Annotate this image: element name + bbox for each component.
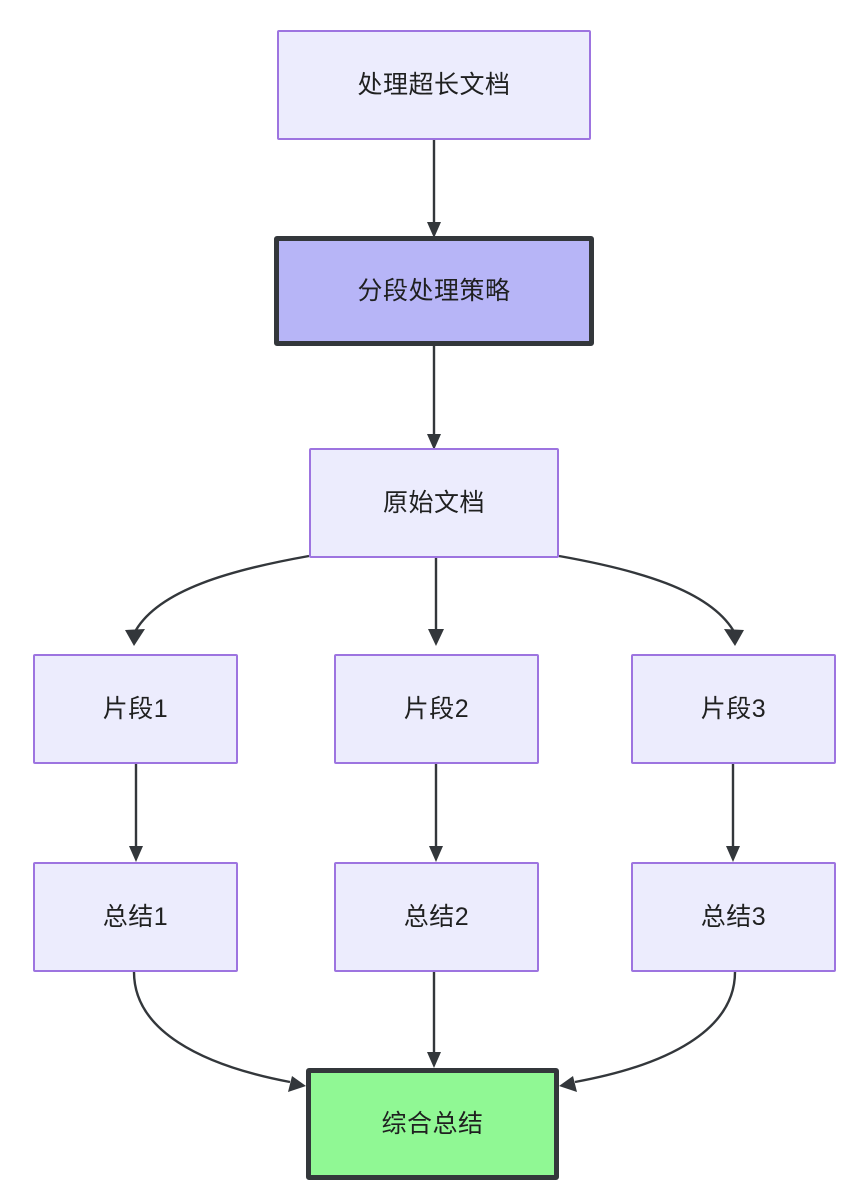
node-label-fragment-1: 片段1 — [102, 695, 169, 723]
edge-summary1-to-final-line — [132, 971, 291, 1084]
edge-original-to-fragment3 — [558, 554, 744, 646]
node-fragment-2[interactable]: 片段2 — [334, 654, 539, 764]
node-label-final-summary: 综合总结 — [381, 1110, 484, 1138]
edge-original-to-fragment1-arrowhead-icon — [125, 629, 145, 646]
node-label-fragment-3: 片段3 — [700, 695, 767, 723]
edge-fragment2-to-summary2-arrowhead-icon — [429, 846, 443, 862]
edge-original-to-fragment2-arrowhead-icon — [428, 629, 444, 646]
edge-summary3-to-final-line — [574, 971, 737, 1084]
edge-summary2-to-final-arrowhead-icon — [427, 1052, 441, 1068]
node-label-summary-3: 总结3 — [700, 903, 767, 931]
edge-fragment2-to-summary2 — [429, 764, 443, 862]
edge-summary1-to-final — [132, 971, 306, 1092]
edge-process-to-strategy — [427, 140, 441, 238]
node-summary-1[interactable]: 总结1 — [33, 862, 238, 972]
edge-fragment1-to-summary1-arrowhead-icon — [129, 846, 143, 862]
node-label-fragment-2: 片段2 — [403, 695, 470, 723]
edge-original-to-fragment1-line — [134, 554, 310, 631]
edge-process-to-strategy-arrowhead-icon — [427, 222, 441, 238]
edge-fragment3-to-summary3 — [726, 764, 740, 862]
edge-fragment1-to-summary1 — [129, 764, 143, 862]
edge-original-to-fragment1 — [125, 554, 310, 646]
edge-strategy-to-original-arrowhead-icon — [427, 434, 441, 450]
edge-summary2-to-final — [427, 972, 441, 1068]
node-original-doc[interactable]: 原始文档 — [309, 448, 559, 558]
node-label-summary-2: 总结2 — [403, 903, 470, 931]
node-process-long-doc[interactable]: 处理超长文档 — [277, 30, 591, 140]
edge-summary3-to-final — [559, 971, 737, 1092]
edge-strategy-to-original — [427, 346, 441, 450]
node-summary-3[interactable]: 总结3 — [631, 862, 836, 972]
edge-original-to-fragment2 — [428, 558, 444, 646]
node-label-process-long-doc: 处理超长文档 — [357, 71, 511, 99]
edge-original-to-fragment3-line — [558, 554, 735, 631]
edge-summary1-to-final-arrowhead-icon — [288, 1076, 306, 1092]
node-fragment-1[interactable]: 片段1 — [33, 654, 238, 764]
edge-summary3-to-final-arrowhead-icon — [559, 1076, 577, 1092]
node-final-summary[interactable]: 综合总结 — [306, 1068, 559, 1180]
node-chunk-strategy[interactable]: 分段处理策略 — [274, 236, 594, 346]
node-label-chunk-strategy: 分段处理策略 — [357, 277, 511, 305]
edge-fragment3-to-summary3-arrowhead-icon — [726, 846, 740, 862]
edge-original-to-fragment3-arrowhead-icon — [724, 629, 744, 646]
node-label-original-doc: 原始文档 — [382, 489, 485, 517]
node-fragment-3[interactable]: 片段3 — [631, 654, 836, 764]
node-label-summary-1: 总结1 — [102, 903, 169, 931]
node-summary-2[interactable]: 总结2 — [334, 862, 539, 972]
